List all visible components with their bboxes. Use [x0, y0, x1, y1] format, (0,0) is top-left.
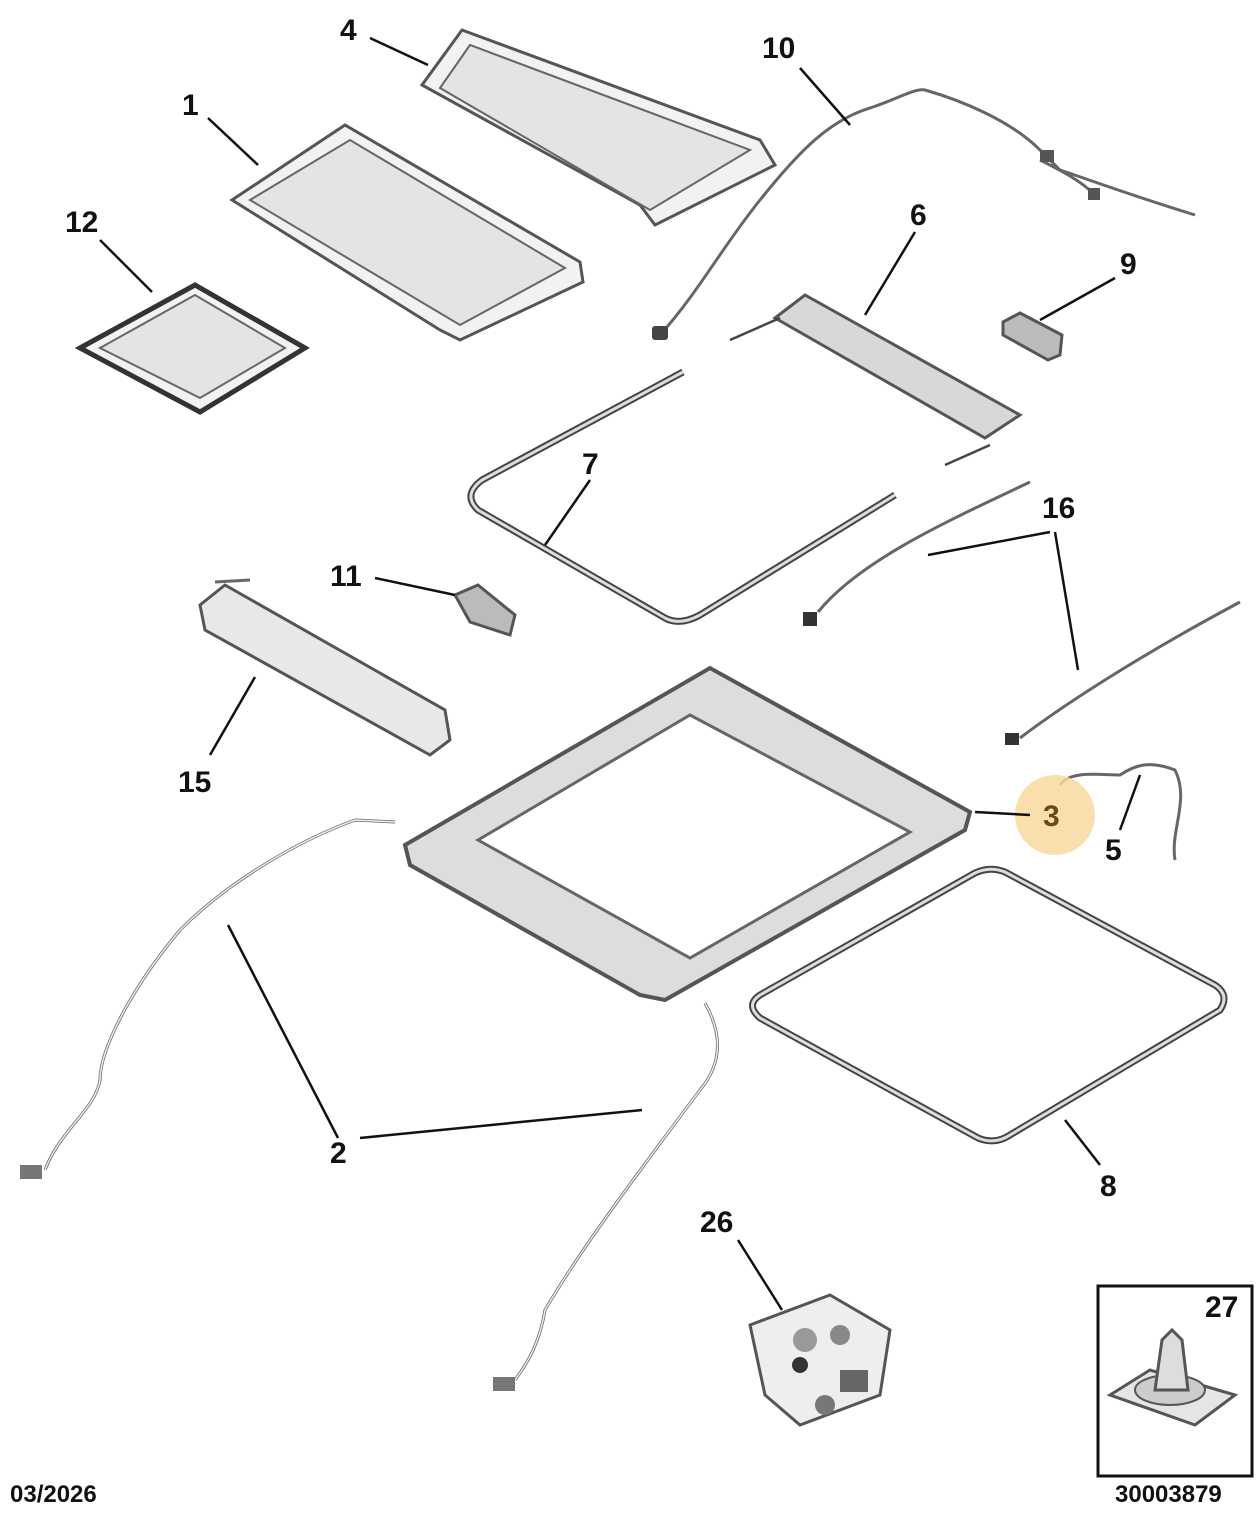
callout-16[interactable]: 16 — [1042, 492, 1075, 525]
callout-6[interactable]: 6 — [910, 199, 927, 232]
callout-3[interactable]: 3 — [1043, 800, 1060, 833]
part-7-seal[interactable] — [467, 368, 897, 625]
callout-1[interactable]: 1 — [182, 89, 199, 122]
callout-15[interactable]: 15 — [178, 766, 211, 799]
callout-2[interactable]: 2 — [330, 1137, 347, 1170]
part-6-sunshade-roller[interactable] — [729, 293, 1023, 467]
callout-11[interactable]: 11 — [330, 560, 362, 593]
part-4-glass-panel[interactable] — [419, 28, 778, 227]
callout-10[interactable]: 10 — [762, 32, 795, 65]
leader-lines — [99, 36, 1142, 1311]
callout-7[interactable]: 7 — [582, 448, 599, 481]
part-11-motor[interactable] — [452, 583, 517, 637]
callout-5[interactable]: 5 — [1105, 834, 1122, 867]
callout-12[interactable]: 12 — [65, 206, 98, 239]
date-label: 03/2026 — [10, 1481, 97, 1508]
part-5-harness[interactable] — [1058, 763, 1183, 861]
part-27-fastener-box[interactable] — [1096, 1284, 1254, 1478]
part-12-small-glass[interactable] — [74, 282, 310, 415]
part-8-seal[interactable] — [749, 865, 1228, 1145]
part-16-drain-cables[interactable] — [803, 480, 1241, 745]
callout-9[interactable]: 9 — [1120, 248, 1137, 281]
part-3-sunroof-frame[interactable] — [402, 665, 973, 1003]
part-2-drive-cables[interactable] — [20, 818, 719, 1391]
callout-27[interactable]: 27 — [1205, 1291, 1238, 1324]
part-26-clip-kit[interactable] — [748, 1293, 892, 1427]
part-1-glass-panel[interactable] — [229, 123, 585, 342]
part-15-wind-deflector[interactable] — [198, 578, 452, 757]
callout-8[interactable]: 8 — [1100, 1170, 1117, 1203]
callout-26[interactable]: 26 — [700, 1206, 733, 1239]
reference-number: 30003879 — [1115, 1481, 1222, 1508]
highlight-marker — [1015, 775, 1095, 855]
part-9-motor[interactable] — [1001, 311, 1064, 362]
callout-4[interactable]: 4 — [340, 14, 357, 47]
part-10-wiring-harness[interactable] — [652, 88, 1196, 340]
